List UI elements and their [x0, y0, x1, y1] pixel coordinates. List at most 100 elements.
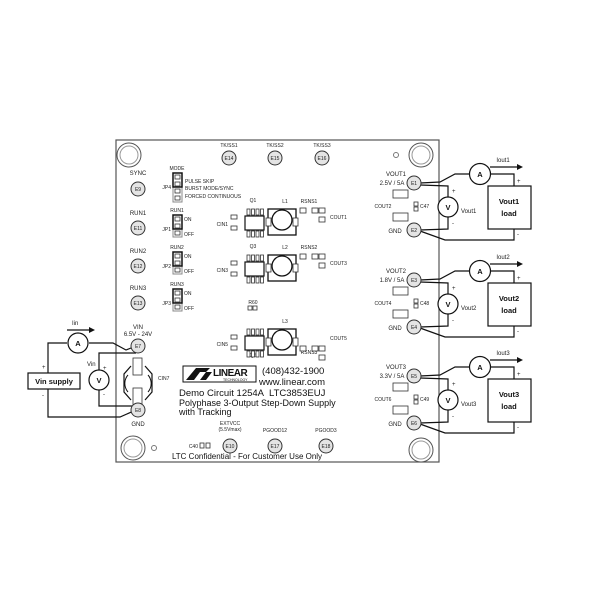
ic-pin — [255, 254, 260, 262]
run-jumper-1[interactable] — [172, 214, 183, 238]
c40-pad — [205, 442, 211, 449]
terminal-ring — [406, 175, 422, 191]
mosfet-label: Q3 — [250, 244, 257, 250]
terminal-e3[interactable]: E3 — [406, 272, 422, 288]
load-minus: - — [517, 232, 519, 238]
jumper-pin — [174, 297, 181, 303]
terminal-label: E9 — [135, 187, 141, 193]
cout-label: COUT3 — [330, 261, 347, 267]
jumper-off-label: OFF — [184, 306, 194, 312]
inductor-winding — [271, 329, 293, 351]
terminal-e17[interactable]: E17 — [267, 438, 283, 454]
terminal-e6[interactable]: E6 — [406, 415, 422, 431]
terminal-e16[interactable]: E16 — [314, 150, 330, 166]
terminal-ring — [406, 272, 422, 288]
mode-option-pulse-skip: PULSE SKIP — [185, 179, 215, 185]
terminal-e8[interactable]: E8 — [130, 402, 146, 418]
run-jumper-3[interactable] — [172, 288, 183, 312]
cout-label: COUT4 — [375, 301, 392, 307]
jp4-jumper[interactable] — [172, 172, 183, 203]
wire — [419, 270, 515, 283]
jp4-label: JP4 — [162, 185, 171, 191]
wire — [419, 173, 515, 186]
rsense-label: RSNS2 — [301, 245, 318, 251]
tk-ss-label: TK/SS2 — [266, 143, 283, 149]
voltage-label: Vout2 — [461, 306, 477, 312]
terminal-label: E15 — [271, 156, 280, 162]
jumper-pin — [174, 304, 181, 310]
terminal-e4[interactable]: E4 — [406, 319, 422, 335]
c-label: C47 — [420, 204, 429, 210]
terminal-e10[interactable]: E10 — [222, 438, 238, 454]
cout-label: COUT2 — [375, 204, 392, 210]
ammeter: A — [468, 162, 492, 186]
inductor-pad — [292, 217, 299, 227]
terminal-e15[interactable]: E15 — [267, 150, 283, 166]
plus-sign: + — [452, 382, 456, 388]
ic-pin — [251, 254, 255, 262]
inductor-label: L1 — [282, 199, 288, 205]
c-pad — [413, 399, 419, 405]
load-text: load — [501, 209, 517, 218]
mosfet-label: Q1 — [250, 198, 257, 204]
vout-label: VOUT2 — [386, 269, 407, 275]
voltmeter-label: V — [445, 203, 450, 212]
ic-pin — [251, 208, 255, 216]
terminal-e1[interactable]: E1 — [406, 175, 422, 191]
arrow-head — [517, 164, 523, 170]
cout-pad — [392, 309, 409, 319]
cout-pad — [318, 253, 326, 260]
run-jumper-2[interactable] — [172, 251, 183, 275]
ic-pin — [246, 208, 251, 216]
voltmeter-ring — [437, 196, 459, 218]
terminal-label: E6 — [411, 421, 417, 427]
resistor-label: R60 — [248, 300, 257, 306]
terminal-e13[interactable]: E13 — [130, 295, 146, 311]
terminal-label: E14 — [225, 156, 234, 162]
part-number: LTC3853EUJ — [269, 388, 326, 399]
mounting-hole — [408, 142, 434, 168]
voltmeter: V — [437, 196, 459, 218]
load-rect — [487, 378, 532, 423]
ic-pin — [246, 328, 251, 336]
gnd-label: GND — [388, 326, 402, 332]
ic-pin — [255, 328, 260, 336]
terminal-e14[interactable]: E14 — [221, 150, 237, 166]
inductor-pad — [265, 217, 272, 227]
terminal-e5[interactable]: E5 — [406, 368, 422, 384]
load-name: Vout2 — [499, 294, 519, 303]
ic-pin — [260, 230, 264, 238]
inductor-label: L3 — [282, 319, 288, 325]
load-rect — [487, 282, 532, 327]
cin7-pad — [132, 387, 143, 406]
svg-text:A: A — [75, 339, 81, 348]
vin-label: VIN — [133, 325, 143, 331]
terminal-e9[interactable]: E9 — [130, 181, 146, 197]
wire — [419, 366, 515, 379]
svg-text:TECHNOLOGY: TECHNOLOGY — [223, 378, 248, 382]
c40-label: C40 — [189, 444, 198, 450]
terminal-e12[interactable]: E12 — [130, 258, 146, 274]
demo-circuit: Demo Circuit 1254A — [179, 388, 265, 399]
ic-pin — [246, 350, 251, 358]
ic-pin — [255, 350, 260, 358]
voltmeter-label: V — [445, 300, 450, 309]
left-terminal-label: RUN2 — [130, 249, 147, 255]
power-stage-3: Q5L3CIN5RSNS3COUT5R60 — [217, 300, 347, 361]
terminal-e18[interactable]: E18 — [318, 438, 334, 454]
voltage-label: Vout3 — [461, 402, 477, 408]
rsense-pad — [311, 253, 319, 260]
terminal-ring — [130, 295, 146, 311]
terminal-e11[interactable]: E11 — [130, 220, 146, 236]
mounting-hole — [116, 142, 142, 168]
tk-ss-label: TK/SS1 — [220, 143, 237, 149]
wire — [419, 326, 515, 338]
cin-pad — [230, 260, 238, 266]
terminal-e2[interactable]: E2 — [406, 222, 422, 238]
terminal-label: E16 — [318, 156, 327, 162]
inductor-pad — [292, 263, 299, 273]
minus-sign: - — [452, 221, 454, 227]
terminal-e7[interactable]: E7 — [130, 338, 146, 354]
vin-meter-label: Vin — [87, 362, 96, 368]
